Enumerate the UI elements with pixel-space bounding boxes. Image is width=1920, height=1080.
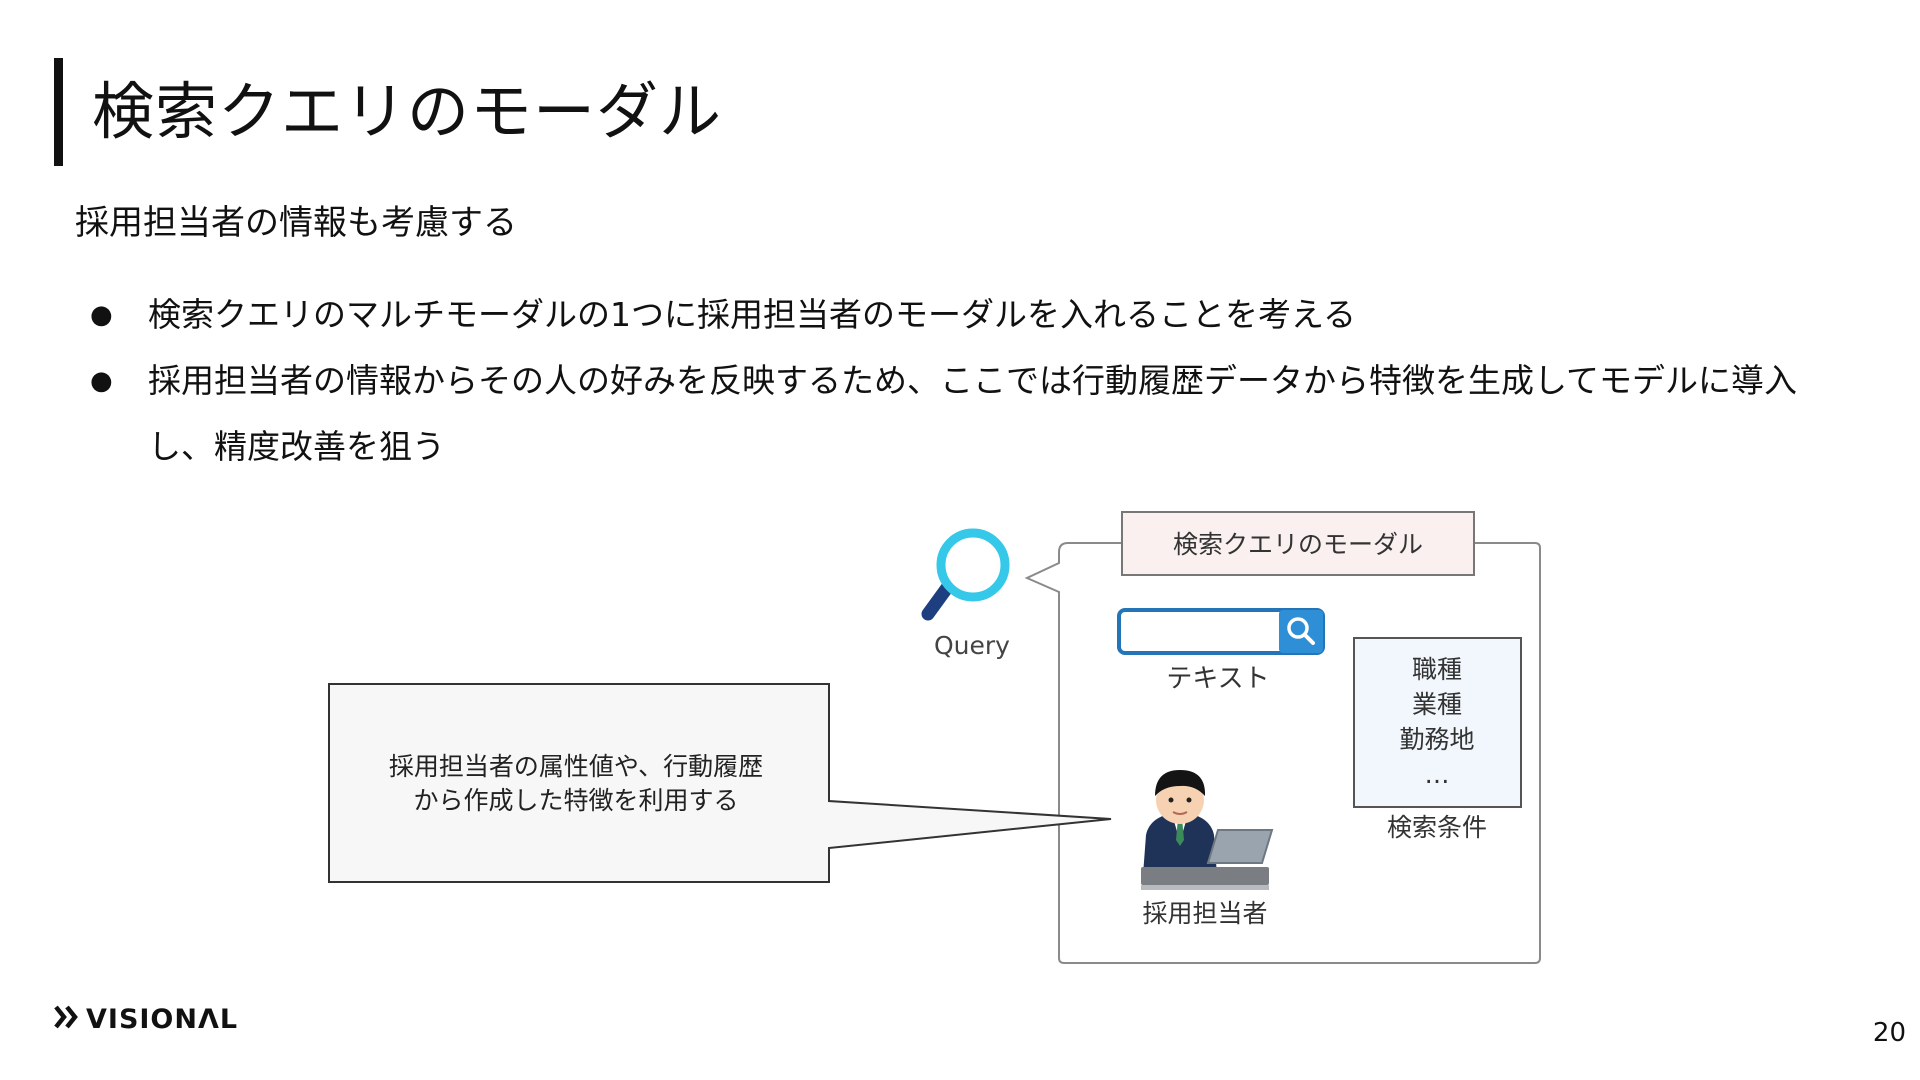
text-label: テキスト: [1166, 664, 1269, 694]
conditions-box: [1353, 637, 1522, 808]
visional-logo: VISIONΛL: [54, 1004, 238, 1035]
title-accent-bar: [54, 58, 63, 166]
bullet-dot-icon: ●: [90, 366, 113, 396]
page-number: 20: [1872, 1018, 1906, 1048]
bullet-dot-icon: ●: [90, 300, 113, 330]
callout-box: [328, 683, 1112, 883]
logo-text: VISIONΛL: [86, 1004, 238, 1035]
condition-item: 職種: [1412, 655, 1462, 684]
bullet-item: ● 検索クエリのマルチモーダルの1つに採用担当者のモーダルを入れることを考える: [80, 282, 1860, 348]
bullet-item: ● 採用担当者の情報からその人の好みを反映するため、ここでは行動履歴データから特徴…: [80, 348, 1860, 480]
condition-item: 勤務地: [1399, 725, 1474, 754]
condition-item: …: [1425, 760, 1450, 789]
conditions-label: 検索条件: [1387, 813, 1487, 842]
text-search-box: [1117, 608, 1325, 655]
panel-title-box: [1121, 511, 1475, 576]
slide-title: 検索クエリのモーダル: [92, 75, 723, 148]
bullet-text: 検索クエリのマルチモーダルの1つに採用担当者のモーダルを入れることを考える: [148, 295, 1357, 334]
bullet-list: ● 検索クエリのマルチモーダルの1つに採用担当者のモーダルを入れることを考える ●…: [80, 282, 1860, 480]
callout-line: から作成した特徴を利用する: [413, 786, 738, 815]
slide-subtitle: 採用担当者の情報も考慮する: [75, 203, 517, 243]
query-label: Query: [934, 631, 1010, 660]
bullet-text: 採用担当者の情報からその人の好みを反映するため、ここでは行動履歴データから特徴を…: [148, 361, 1798, 466]
query-magnifier-icon: [921, 528, 1010, 621]
panel-title: 検索クエリのモーダル: [1173, 530, 1423, 559]
recruiter-label: 採用担当者: [1142, 899, 1267, 928]
recruiter-illustration-icon: [1141, 770, 1274, 890]
callout-line: 採用担当者の属性値や、行動履歴: [389, 752, 763, 781]
condition-item: 業種: [1412, 690, 1462, 719]
